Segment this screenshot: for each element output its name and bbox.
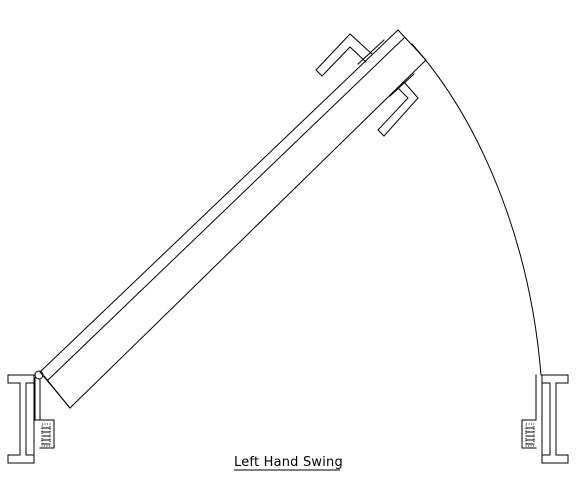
- swing-arc: [411, 43, 542, 376]
- lower-handle: [377, 81, 419, 137]
- upper-handle: [315, 33, 373, 77]
- door-handles: [315, 33, 419, 137]
- left-hinge-leaf: [34, 377, 41, 421]
- right-strike-bracket: [521, 419, 537, 449]
- hinge-knuckle: [34, 370, 44, 380]
- right-seal-lines: [525, 427, 535, 445]
- door-leaf-outline: [39, 29, 427, 409]
- right-seal-hatch: [525, 423, 535, 447]
- left-frame-profile: [7, 374, 35, 464]
- diagram-caption: Left Hand Swing: [234, 455, 343, 470]
- lower-handle-plate: [389, 73, 415, 97]
- left-door-frame: [7, 374, 35, 464]
- upper-handle-plate: [357, 39, 385, 65]
- left-seal-lines: [41, 427, 51, 445]
- right-frame-profile: [541, 374, 569, 464]
- door-leaf-face-line: [47, 37, 405, 381]
- left-hinge-assembly: [34, 370, 55, 449]
- door-leaf-bevel: [43, 375, 71, 409]
- left-seal-hatch: [41, 423, 51, 447]
- left-seal-bracket: [39, 419, 55, 449]
- right-door-frame: [521, 374, 569, 464]
- door-leaf: [39, 29, 427, 409]
